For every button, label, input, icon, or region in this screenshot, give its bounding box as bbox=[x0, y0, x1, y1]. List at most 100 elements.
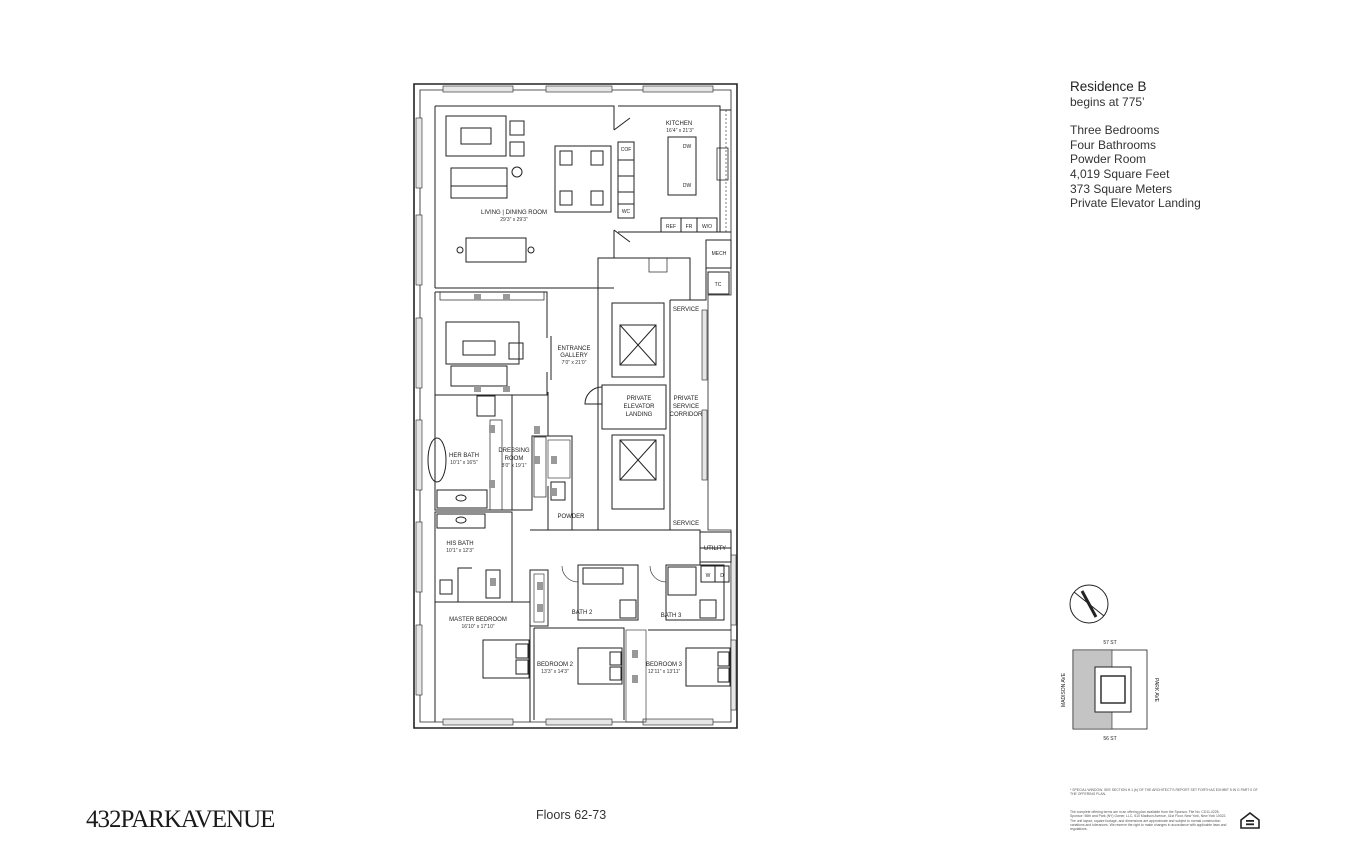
dryer bbox=[714, 565, 730, 583]
wall bbox=[434, 291, 548, 396]
sofa bbox=[450, 365, 508, 387]
armchair bbox=[509, 141, 525, 157]
kitchen-island bbox=[667, 136, 697, 196]
dressing-dim: 8’0” x 19’1” bbox=[502, 463, 527, 469]
wall bbox=[665, 564, 725, 621]
window bbox=[442, 718, 514, 726]
service-corridor-label-1: PRIVATE bbox=[674, 396, 699, 402]
tc-room bbox=[707, 271, 730, 295]
tc-label: TC bbox=[715, 282, 722, 288]
wall bbox=[669, 299, 706, 530]
feature-item: 373 Square Meters bbox=[1070, 181, 1173, 196]
window bbox=[415, 214, 423, 286]
bath3-label: BATH 3 bbox=[661, 613, 682, 619]
site-north-label: 57 ST bbox=[1103, 640, 1116, 646]
compass-icon bbox=[1069, 584, 1109, 624]
elevator-landing-label-2: ELEVATOR bbox=[623, 404, 655, 410]
wall bbox=[614, 240, 707, 301]
dining-table bbox=[465, 237, 527, 263]
media-table bbox=[460, 127, 492, 145]
gallery-label-1: ENTRANCE bbox=[557, 346, 590, 352]
wall bbox=[434, 601, 531, 722]
console bbox=[439, 291, 545, 301]
bathtub bbox=[582, 567, 624, 585]
dressing-label-1: DRESSING bbox=[498, 448, 530, 454]
dw-label-1: DW bbox=[683, 144, 692, 150]
window bbox=[642, 85, 714, 93]
kitchen-dim: 16’4” x 21’3” bbox=[666, 128, 694, 134]
site-east-label: PARK AVE bbox=[1153, 678, 1159, 703]
armchair bbox=[509, 120, 525, 136]
dressing-closet bbox=[547, 439, 571, 479]
elevator-shaft-2 bbox=[611, 434, 665, 510]
elevator-landing-label-3: LANDING bbox=[626, 412, 653, 418]
feature-item: Powder Room bbox=[1070, 152, 1147, 167]
side-table bbox=[511, 166, 523, 178]
bedroom3-dim: 12’11” x 13’11” bbox=[648, 669, 681, 675]
service-top-label: SERVICE bbox=[673, 307, 699, 313]
feature-item: Three Bedrooms bbox=[1070, 123, 1160, 138]
bathtub bbox=[427, 437, 447, 483]
rug bbox=[445, 115, 507, 157]
floors-label: Floors 62-73 bbox=[536, 808, 607, 822]
utility-room bbox=[699, 531, 732, 563]
gallery-dim: 7’0” x 21’0” bbox=[562, 360, 587, 366]
service-corridor-label-3: CORRIDOR bbox=[670, 412, 703, 418]
bed bbox=[577, 647, 623, 685]
window bbox=[545, 85, 613, 93]
appliance-wo bbox=[696, 217, 718, 233]
sofa bbox=[450, 167, 508, 187]
master-bedroom-label: MASTER BEDROOM bbox=[449, 617, 507, 623]
window bbox=[415, 521, 423, 593]
wall bbox=[613, 117, 631, 243]
elevator-landing-label-1: PRIVATE bbox=[627, 396, 652, 402]
ref-label: REF bbox=[666, 224, 676, 230]
bedroom3-label: BEDROOM 3 bbox=[646, 662, 683, 668]
kitchen-label: KITCHEN bbox=[666, 121, 692, 127]
her-bath-label: HER BATH bbox=[449, 453, 479, 459]
window bbox=[545, 718, 613, 726]
wall bbox=[530, 529, 731, 565]
window bbox=[642, 718, 714, 726]
his-bath-dim: 10’1” x 12’3” bbox=[446, 548, 474, 554]
bedroom2-label: BEDROOM 2 bbox=[537, 662, 574, 668]
bed bbox=[482, 639, 530, 679]
living-label: LIVING | DINING ROOM bbox=[481, 210, 547, 216]
site-west-label: MADISON AVE bbox=[1061, 672, 1067, 707]
site-plan: 57 ST 56 ST MADISON AVE PARK AVE bbox=[1061, 640, 1159, 742]
disclaimer-text: The complete offering terms are in an of… bbox=[1070, 810, 1227, 832]
site-south-label: 56 ST bbox=[1103, 736, 1116, 742]
master-bedroom-dim: 16’10” x 17’10” bbox=[461, 624, 494, 630]
bedroom2-dim: 13’3” x 14’3” bbox=[541, 669, 569, 675]
window bbox=[730, 554, 737, 626]
coffee-table bbox=[462, 340, 496, 356]
residence-info: Residence B begins at 775’ Three Bedroom… bbox=[1070, 79, 1201, 211]
window bbox=[701, 409, 708, 481]
exterior-wall-inner bbox=[419, 89, 732, 723]
living-dim: 29’3” x 29’3” bbox=[500, 217, 528, 223]
window bbox=[701, 309, 708, 381]
cof-label: COF bbox=[621, 147, 632, 153]
feature-item: 4,019 Square Feet bbox=[1070, 166, 1170, 181]
dryer-label: D bbox=[720, 573, 724, 579]
residence-title: Residence B bbox=[1070, 79, 1147, 94]
her-bath-dim: 10’1” x 16’5” bbox=[450, 460, 478, 466]
wall bbox=[434, 105, 615, 289]
bed bbox=[685, 647, 731, 687]
window bbox=[442, 85, 514, 93]
wall bbox=[533, 627, 625, 720]
window bbox=[415, 317, 423, 389]
utility-label: UTILITY bbox=[704, 546, 726, 552]
service-bottom-label: SERVICE bbox=[673, 521, 699, 527]
wall bbox=[546, 336, 552, 395]
vanity bbox=[436, 489, 488, 509]
wall bbox=[577, 564, 639, 621]
bath2-label: BATH 2 bbox=[572, 610, 593, 616]
wall bbox=[511, 392, 549, 511]
wardrobe-markers bbox=[474, 294, 638, 683]
toilet bbox=[476, 395, 496, 417]
brand-logo: 432PARKAVENUE bbox=[86, 806, 275, 833]
cof-cabinet bbox=[617, 141, 635, 219]
footnote-text: * SPECIAL WINDOW. SEE SECTION H.1 (b) OF… bbox=[1070, 788, 1258, 797]
dressing-label-2: ROOM bbox=[505, 456, 524, 462]
